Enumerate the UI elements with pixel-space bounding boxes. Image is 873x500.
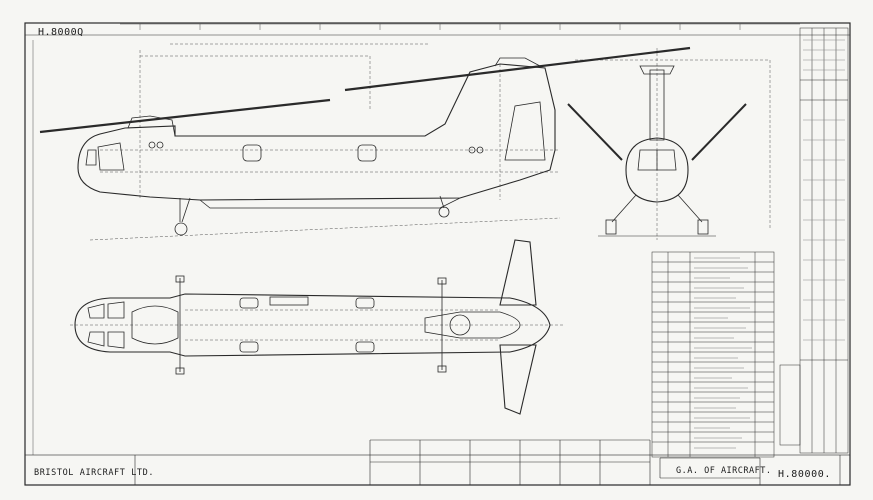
sheet-title: G.A. OF AIRCRAFT. <box>676 466 772 476</box>
side-elevation <box>39 43 691 241</box>
parts-list-table <box>651 251 775 458</box>
plan-view <box>70 239 565 415</box>
firm-name: BRISTOL AIRCRAFT LTD. <box>34 468 155 478</box>
sheet-border <box>24 22 851 486</box>
title-block <box>24 439 851 486</box>
revision-column <box>779 27 849 454</box>
drawing-number-top: H.8000Q <box>38 27 84 38</box>
drawing-number-main: H.80000. <box>778 469 831 480</box>
front-elevation <box>567 48 771 240</box>
top-scale-ruler <box>120 23 800 30</box>
